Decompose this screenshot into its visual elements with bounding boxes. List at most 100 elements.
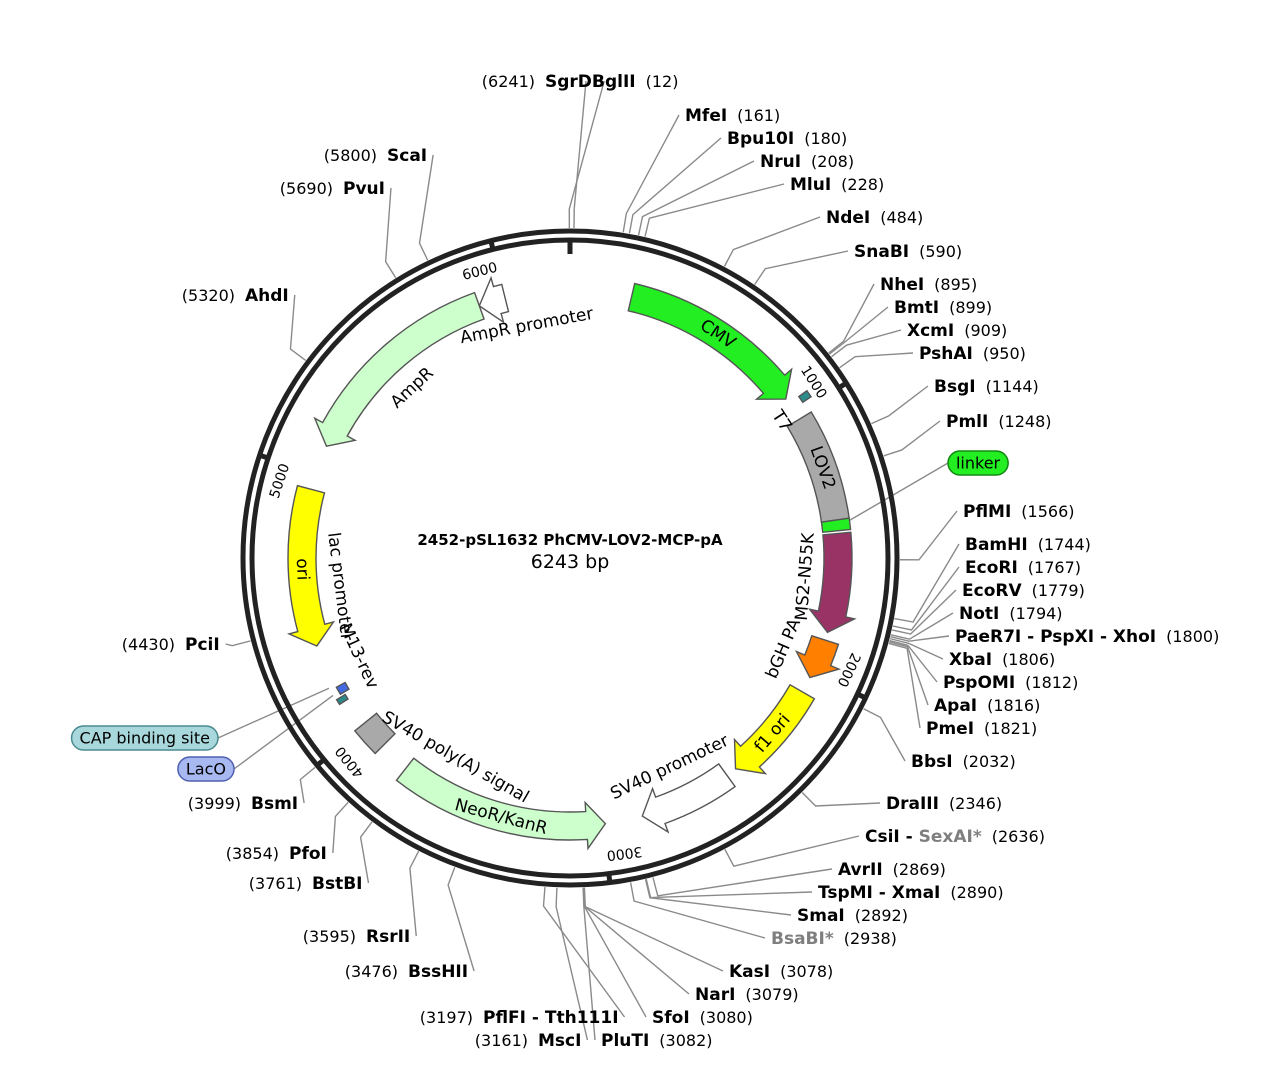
feature-t7 <box>797 389 813 404</box>
site-leader <box>359 821 373 884</box>
feature-neor-kanr <box>395 757 607 851</box>
site-position: (1821) <box>984 719 1037 738</box>
site-pcii: (4430)PciI <box>122 635 220 655</box>
site-position: (12) <box>646 72 679 91</box>
site-position: (1767) <box>1028 558 1081 577</box>
site-leader <box>891 589 957 635</box>
site-bmti: BmtI(899) <box>894 298 992 318</box>
site-bglii: BglII(12) <box>592 72 678 92</box>
site-position: (1566) <box>1021 502 1074 521</box>
site-name: RsrII <box>366 927 410 947</box>
feature-label-ms2-n55k: MS2-N55K <box>792 531 819 621</box>
site-leader <box>863 708 906 762</box>
site-leader <box>409 850 420 937</box>
tick-4000 <box>313 756 328 769</box>
site-name: TspMI - XmaI <box>818 883 940 903</box>
tick-label: 5000 <box>267 462 293 501</box>
site-leader <box>573 80 587 229</box>
callout-pill <box>177 756 235 782</box>
site-xbai: XbaI(1806) <box>949 650 1055 670</box>
feature-cmv <box>627 282 793 400</box>
site-position: (3161) <box>475 1031 528 1050</box>
site-name: MscI <box>538 1031 581 1051</box>
tick-3000 <box>606 871 613 885</box>
site-leader <box>384 187 397 279</box>
site-leader <box>890 635 950 642</box>
site-noti: NotI(1794) <box>959 604 1063 624</box>
tick-5000 <box>256 452 271 462</box>
site-position: (1248) <box>998 412 1051 431</box>
callout-label: LacO <box>186 760 226 779</box>
site-leader <box>829 306 889 355</box>
site-ecorv: EcoRV(1779) <box>962 581 1085 601</box>
site-name: PmeI <box>926 719 974 739</box>
site-name: EcoRI <box>965 558 1018 578</box>
site-position: (2869) <box>893 860 946 879</box>
callout-label: CAP binding site <box>80 729 210 748</box>
site-name: PfoI <box>289 844 327 864</box>
site-name: XbaI <box>949 650 992 670</box>
site-bsabi: BsaBI*(2938) <box>771 929 897 949</box>
feature-bgh-pa <box>794 634 842 679</box>
map-title: 2452-pSL1632 PhCMV-LOV2-MCP-pA <box>417 531 723 549</box>
feature-ampr-promoter <box>478 275 510 324</box>
site-name: CsiI - <box>865 827 913 847</box>
site-position: (1779) <box>1032 581 1085 600</box>
restriction-sites: (6241)SgrDIBglII(12)MfeI(161)Bpu10I(180)… <box>122 72 1220 1051</box>
site-name: AvrII <box>838 860 883 880</box>
site-bsshii: (3476)BssHII <box>345 962 468 982</box>
feature-label-neor-kanr: NeoR/KanR <box>453 795 550 839</box>
site-position: (3854) <box>226 844 279 863</box>
site-leader <box>888 641 929 706</box>
callout-pill <box>70 725 219 751</box>
site-leader <box>582 887 596 1041</box>
site-paer7i-pspxi-xhoi: PaeR7I - PspXI - XhoI(1800) <box>955 627 1219 647</box>
site-name: ApaI <box>934 696 977 716</box>
site-name: BsgI <box>934 377 976 397</box>
site-name: Bpu10I <box>727 129 794 149</box>
site-leader <box>652 868 833 897</box>
site-leader <box>724 835 860 867</box>
site-position: (6241) <box>482 72 535 91</box>
site-position: (3197) <box>420 1008 473 1027</box>
site-leader <box>889 637 944 660</box>
site-name: SgrDI <box>545 72 598 92</box>
site-leader <box>583 887 724 972</box>
site-position: (5320) <box>182 286 235 305</box>
site-position: (1144) <box>986 377 1039 396</box>
site-name: BsaBI* <box>771 929 834 949</box>
site-name: BamHI <box>965 535 1028 555</box>
site-tspmi-xmai: TspMI - XmaI(2890) <box>818 883 1004 903</box>
site-leader <box>894 543 960 623</box>
callout-leader <box>233 694 334 770</box>
site-leader <box>542 886 626 1018</box>
site-position: (2346) <box>949 794 1002 813</box>
site-position: (3476) <box>345 962 398 981</box>
site-leader <box>568 80 605 229</box>
site-name: PflFI - Tth111I <box>483 1008 619 1028</box>
feature-sv40-promoter <box>641 762 737 834</box>
site-name: DraIII <box>886 794 939 814</box>
site-position: (1800) <box>1166 627 1219 646</box>
site-position: (228) <box>841 175 884 194</box>
site-pmli: PmlI(1248) <box>946 412 1052 432</box>
site-apai: ApaI(1816) <box>934 696 1040 716</box>
site-kasi: KasI(3078) <box>729 962 833 982</box>
site-name: NarI <box>695 985 735 1005</box>
feature-linker <box>820 517 852 534</box>
tick-label: 3000 <box>606 843 643 863</box>
site-name: PciI <box>185 635 220 655</box>
site-name: PspOMI <box>943 673 1015 693</box>
site-snabi: SnaBI(590) <box>854 242 962 262</box>
site-position: (909) <box>964 321 1007 340</box>
site-position: (5690) <box>280 179 333 198</box>
site-position: (2636) <box>992 827 1045 846</box>
site-position: (2892) <box>855 906 908 925</box>
site-position: (590) <box>919 242 962 261</box>
site-rsrii: (3595)RsrII <box>303 927 410 947</box>
site-leader <box>883 420 941 457</box>
site-nrui: NruI(208) <box>760 152 854 172</box>
site-pshai: PshAI(950) <box>919 344 1026 364</box>
site-position: (895) <box>934 275 977 294</box>
